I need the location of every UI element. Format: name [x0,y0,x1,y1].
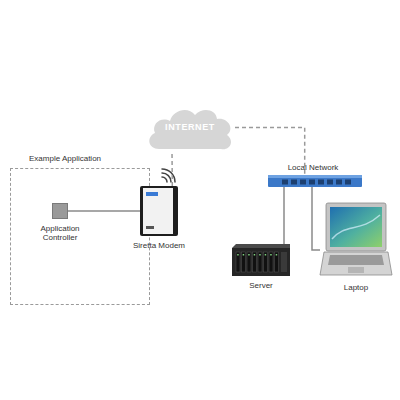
drive-slot [258,252,262,272]
modem-logo [146,192,158,196]
switch-port [318,180,324,185]
cloud-label: INTERNET [145,123,235,132]
switch-port [309,180,315,185]
modem-shape [140,186,178,236]
server-panel [281,252,287,272]
switch-port [327,180,333,185]
switch-highlight [268,175,362,178]
drive-slot [253,252,257,272]
drive-led [259,254,261,256]
drive-slot [269,252,273,272]
modem-led [146,226,154,229]
drive-slot [247,252,251,272]
wireless-signal [162,169,175,182]
switch-shape [268,175,362,187]
switch-port [336,180,342,185]
drive-led [265,254,267,256]
modem-panel [143,188,173,234]
switch-body [268,175,362,187]
signal-arc [162,177,167,182]
network-switch: Local Network [268,175,362,187]
internet-link [171,151,173,186]
laptop-keyboard [328,255,384,265]
signal-arc [162,169,175,182]
device-label: Server [236,281,286,290]
laptop-screen [330,207,382,247]
server-body [232,248,290,276]
switch-port [300,180,306,185]
drive-slot [242,252,246,272]
drive-slot [275,252,279,272]
network-cable [283,187,285,244]
drive-slot [264,252,268,272]
server-shape [232,244,290,276]
application-group: Example ApplicationApplication Controlle… [10,168,150,305]
laptop-device: Laptop [320,203,392,278]
device-label: Siretta Modem [124,241,194,250]
network-cable [68,210,140,212]
network-cable [312,187,320,250]
drive-slot [236,252,240,272]
group-heading: Example Application [29,154,149,163]
drive-led [248,254,250,256]
screen-swoosh [332,215,380,239]
drive-led [276,254,278,256]
server-top [232,244,290,248]
drive-led [270,254,272,256]
laptop-touchpad [348,267,364,273]
switch-port [345,180,351,185]
drive-led [237,254,239,256]
device-label: Application Controller [32,224,88,242]
signal-arc [162,173,171,182]
switch-port [282,180,288,185]
controller-square [53,204,68,219]
controller-box: Application Controller [52,203,68,219]
laptop-shape [320,203,392,278]
drive-led [254,254,256,256]
laptop-lid [326,203,386,251]
device-label: Laptop [331,283,381,292]
switch-port [291,180,297,185]
laptop-base [320,252,392,275]
internet-cloud: INTERNET [145,104,235,151]
modem-device: Siretta Modem [140,186,178,236]
controller-shape [52,203,68,219]
device-label: Local Network [268,163,358,172]
server-device: Server [232,244,290,276]
drive-led [243,254,245,256]
modem-casing [140,186,178,236]
